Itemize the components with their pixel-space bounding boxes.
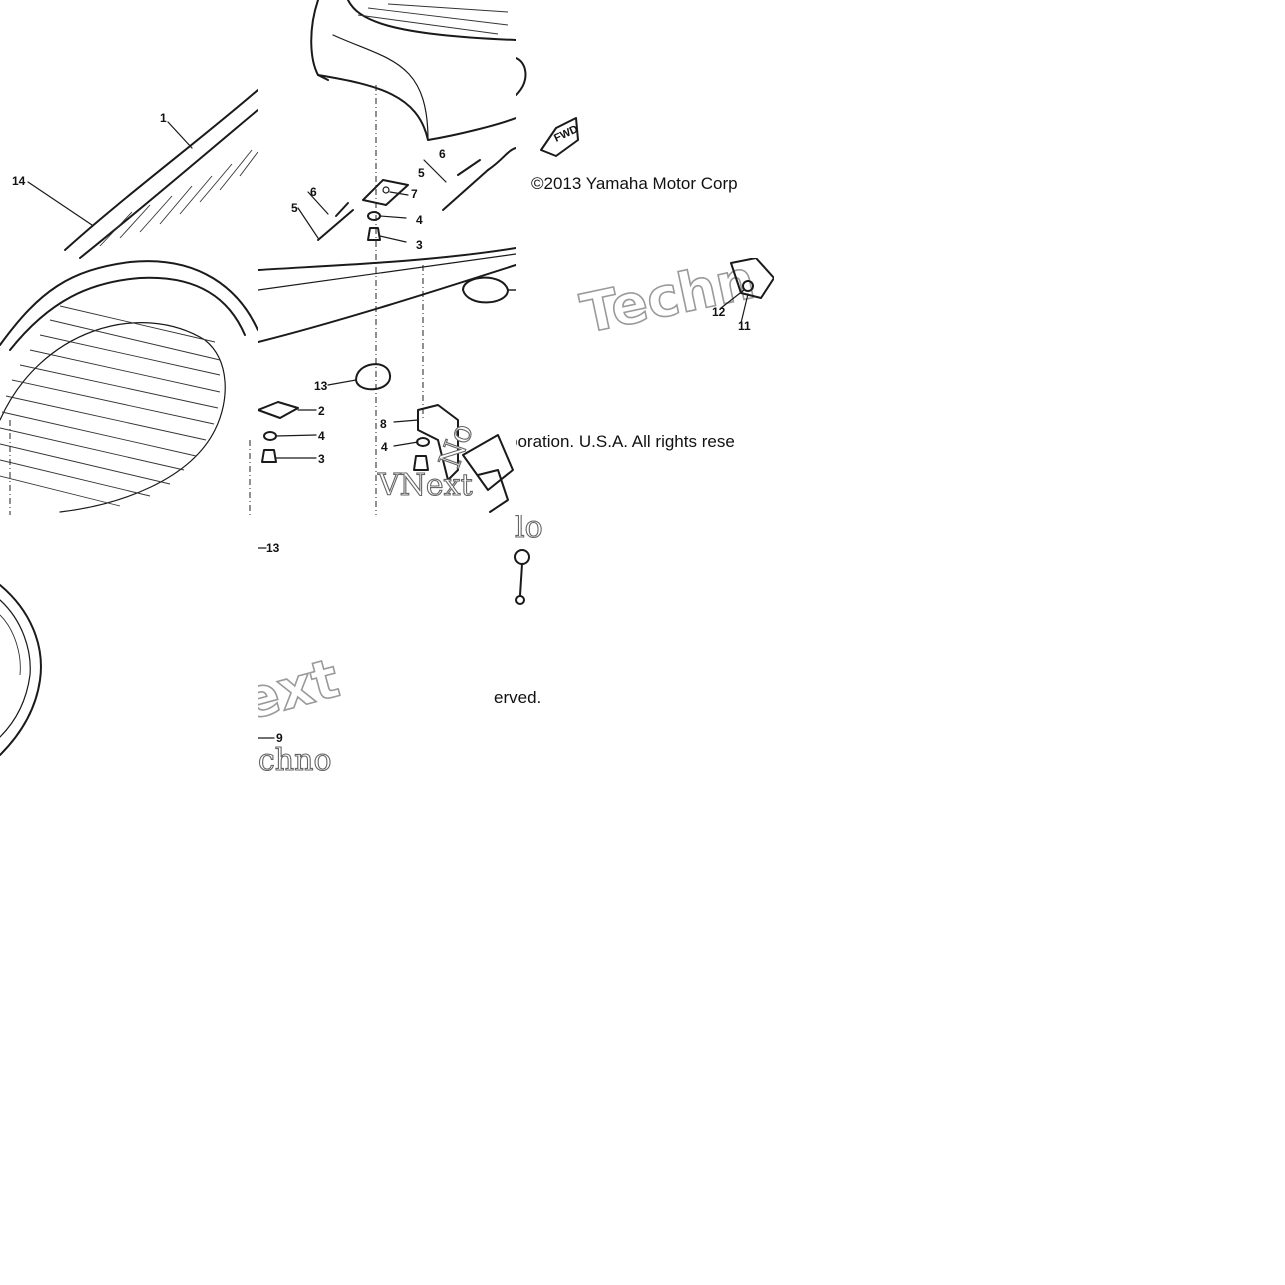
callout-3: 3	[416, 238, 423, 252]
callout-9: 9	[276, 731, 283, 745]
tile-lower-left	[0, 515, 258, 773]
callout-6: 6	[310, 185, 317, 199]
callout-4-bracket: 4	[381, 440, 388, 454]
center-brackets-drawing: 7 4 3 6 5 6 5 13 2 4 3 8 4 VNext No	[258, 0, 516, 515]
cable-drawing: lo erved.	[494, 515, 543, 707]
tile-copyright-top: FWD ©2013 Yamaha Motor Corp	[516, 0, 774, 258]
right-parts-drawing: Techn 12 11 poration. U.S.A. All rights …	[516, 258, 774, 451]
copyright-line-2: poration. U.S.A. All rights rese	[516, 432, 735, 451]
callout-1: 1	[160, 111, 167, 125]
callout-3-lower: 3	[318, 452, 325, 466]
tile-cable: lo erved.	[490, 515, 580, 715]
watermark-ext: ext	[258, 647, 345, 733]
copyright-line-3: erved.	[494, 688, 541, 707]
callout-4: 4	[416, 213, 423, 227]
seat-left-drawing: 1 14	[0, 89, 258, 515]
watermark-techn: Techn	[576, 258, 760, 346]
tile-right-parts: Techn 12 11 poration. U.S.A. All rights …	[516, 258, 774, 516]
callout-7: 7	[411, 187, 418, 201]
watermark-no: No	[433, 419, 481, 473]
tile-center-brackets: 7 4 3 6 5 6 5 13 2 4 3 8 4 VNext No	[258, 0, 516, 515]
callout-12: 12	[712, 305, 726, 319]
lower-left-drawing	[0, 584, 42, 756]
lower-center-drawing: 13 9 ext chno	[258, 541, 516, 773]
callout-13: 13	[314, 379, 328, 393]
callout-6-right: 6	[439, 147, 446, 161]
callout-11: 11	[738, 319, 751, 333]
watermark-lo: lo	[515, 515, 543, 545]
tile-lower-center: 13 9 ext chno	[258, 515, 516, 773]
callout-13-lower: 13	[266, 541, 280, 555]
callout-4-lower: 4	[318, 429, 325, 443]
tile-seat-left: 1 14	[0, 0, 258, 515]
callout-5: 5	[291, 201, 298, 215]
copyright-top-drawing: FWD ©2013 Yamaha Motor Corp	[516, 57, 738, 193]
callout-2: 2	[318, 404, 325, 418]
callout-5-right: 5	[418, 166, 425, 180]
callout-8: 8	[380, 417, 387, 431]
copyright-line-1: ©2013 Yamaha Motor Corp	[531, 174, 738, 193]
callout-14: 14	[12, 174, 26, 188]
watermark-vnext: VNext	[377, 468, 473, 503]
watermark-chno: chno	[258, 743, 332, 773]
